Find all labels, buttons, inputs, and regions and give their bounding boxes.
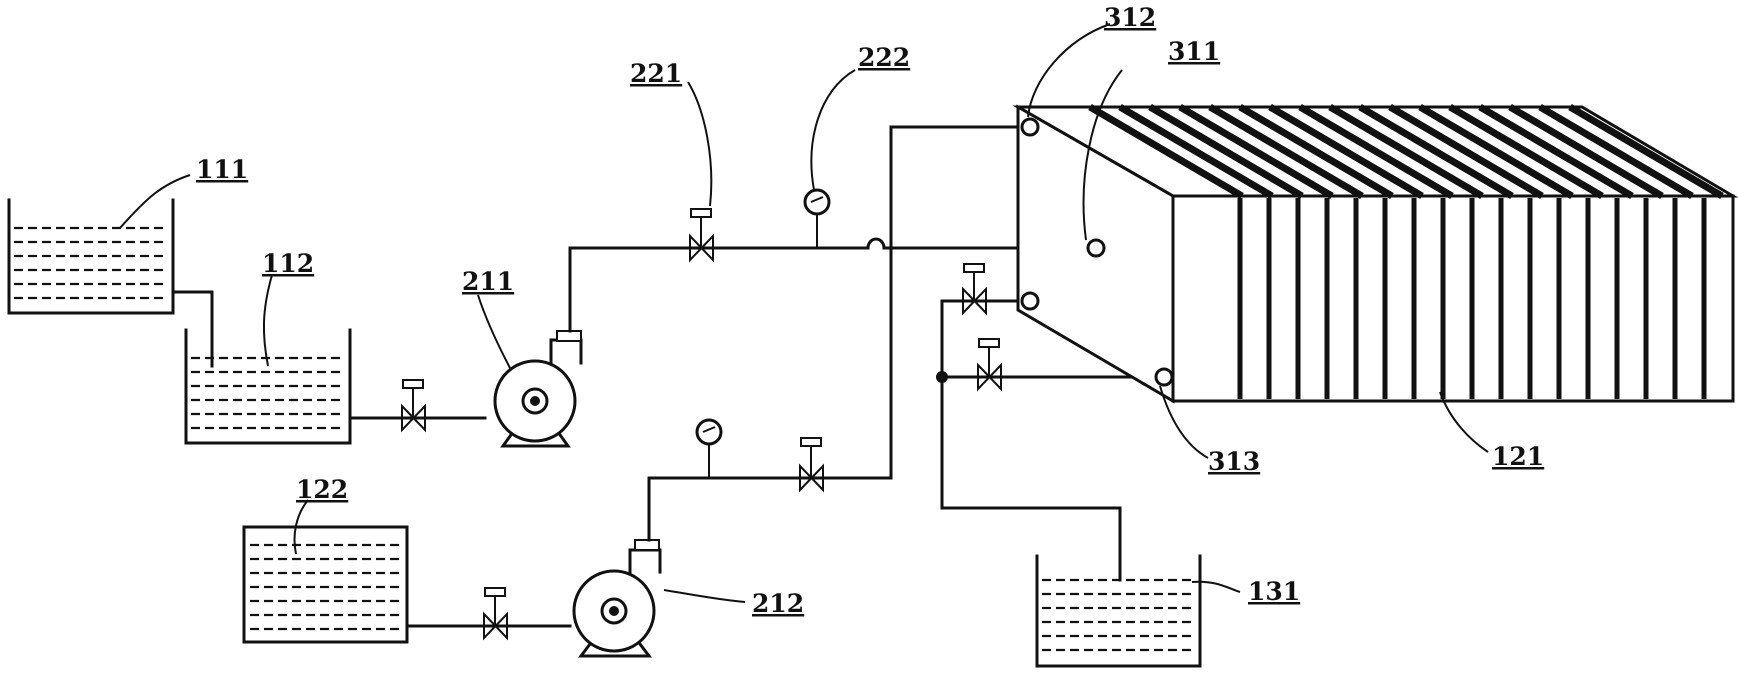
stack-top-stripe [1388,103,1544,200]
stack-top-stripes [1088,103,1724,200]
stack-top-stripe [1568,103,1724,200]
pressure-gauge-icon [695,418,723,478]
label-222: 222 [858,43,910,72]
label-211: 211 [462,267,514,296]
label-131: 131 [1248,577,1300,606]
stack-top-stripe [1088,103,1244,200]
stack-top-stripe [1118,103,1274,200]
stack-top-stripe [1238,103,1394,200]
leader-111 [119,174,191,229]
pipe-111-112 [171,290,214,368]
pump-212 [572,539,662,658]
leader-222 [810,69,856,191]
stack-top-stripe [1298,103,1454,200]
pipe-main-upper [568,237,1090,333]
tank-112 [184,328,352,445]
tank-111 [7,198,175,315]
valve-icon [977,338,1002,392]
pipe-main-lower [647,125,1024,542]
leader-221 [687,81,713,207]
stack-top-stripe [1418,103,1574,200]
label-312: 312 [1104,3,1156,32]
stack-top-stripe [1448,103,1604,200]
leader-212 [663,589,746,603]
stack-top-stripe [1538,103,1694,200]
stack-top-stripe [1208,103,1364,200]
leader-313 [1159,385,1209,459]
port-outlet [1020,291,1040,311]
leader-121 [1439,391,1489,453]
valve-icon [962,263,987,316]
junction-dot [936,371,948,383]
pipe-outlet [940,299,1122,582]
stack-top-stripe [1178,103,1334,200]
port-312 [1020,117,1040,137]
stack-front-plates [1237,198,1707,399]
leader-311 [1082,69,1123,241]
leader-312 [1027,23,1111,118]
valve-icon [483,587,508,641]
stack-top-stripe [1508,103,1664,200]
leader-211 [477,294,511,369]
leader-112 [262,274,273,367]
tank-131 [1035,554,1202,668]
stack-top-stripe [1268,103,1424,200]
label-313: 313 [1208,447,1260,476]
stack-top-stripe [1148,103,1304,200]
label-212: 212 [752,589,804,618]
label-221: 221 [630,59,682,88]
label-121: 121 [1492,442,1544,471]
port-311 [1086,238,1106,258]
leader-122 [293,499,309,555]
port-313 [1154,367,1174,387]
label-111: 111 [196,155,248,184]
valve-icon [799,437,824,493]
label-311: 311 [1168,37,1220,66]
leader-131 [1191,580,1241,593]
label-122: 122 [296,475,348,504]
pump-211 [493,330,583,448]
stack-top-stripe [1478,103,1634,200]
stack-121 [1012,103,1738,404]
stack-top-stripe [1358,103,1514,200]
tank-122 [242,525,409,644]
stack-top-stripe [1328,103,1484,200]
pressure-gauge-222-icon [803,188,831,248]
valve-221-icon [689,208,714,263]
label-112: 112 [262,249,314,278]
valve-icon [401,379,426,433]
